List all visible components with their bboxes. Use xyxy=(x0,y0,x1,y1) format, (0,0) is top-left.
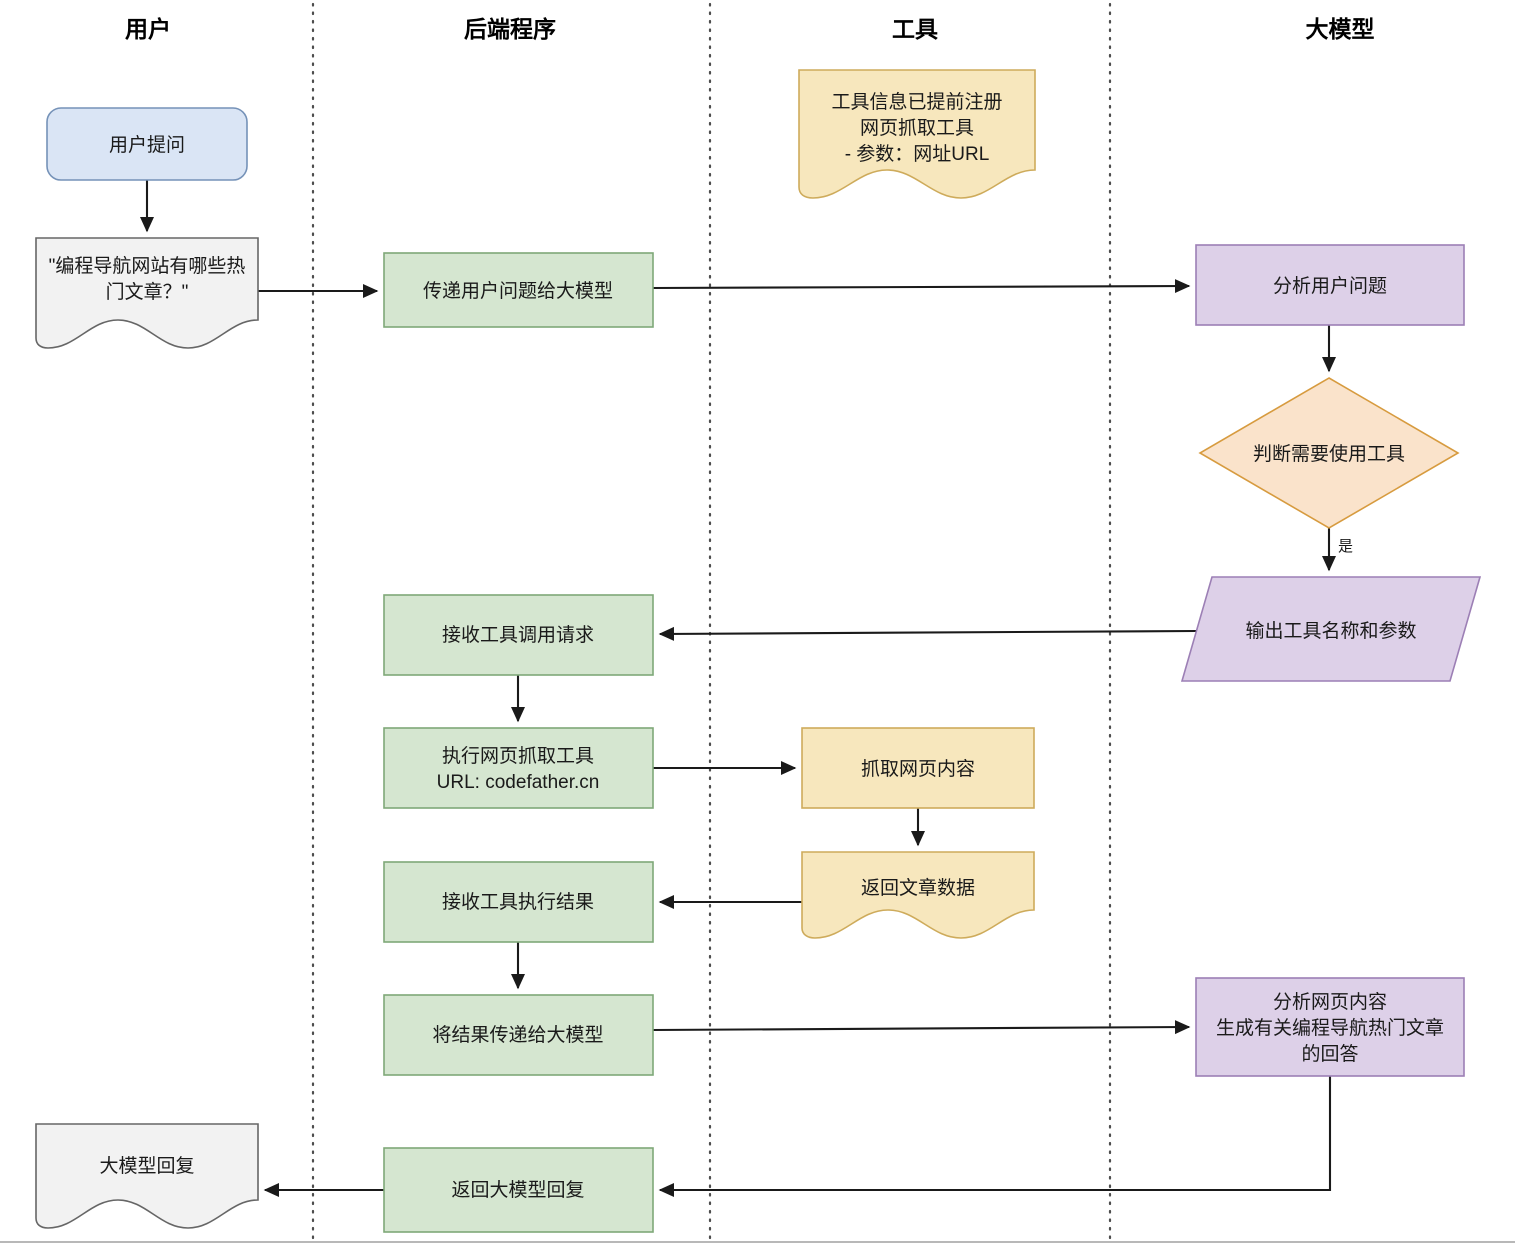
tool-registry-note-line1: 工具信息已提前注册 xyxy=(831,91,1002,113)
fetch-page-label: 抓取网页内容 xyxy=(861,758,975,780)
tool-registry-note-shape[interactable] xyxy=(798,69,1036,199)
execute-tool-shape[interactable] xyxy=(383,727,654,809)
node-pass-question[interactable]: 传递用户问题给大模型 xyxy=(383,252,654,328)
user-question-label-line1: "编程导航网站有哪些热 xyxy=(49,255,246,277)
user-start-label: 用户提问 xyxy=(109,134,185,156)
lane-title-tool: 工具 xyxy=(892,16,938,42)
lane-title-llm: 大模型 xyxy=(1306,16,1375,42)
tool-registry-note-line2: 网页抓取工具 xyxy=(860,117,974,139)
need-tool-decision-shape[interactable] xyxy=(1198,377,1460,529)
edge-generate-to-return-reply xyxy=(658,1076,1332,1197)
lane-titles: 用户 后端程序 工具 大模型 xyxy=(125,16,1375,42)
pass-question-shape[interactable] xyxy=(383,252,654,328)
tool-registry-note-line3: - 参数：网址URL xyxy=(845,143,990,165)
output-tool-call-label: 输出工具名称和参数 xyxy=(1245,620,1416,642)
llm-reply-doc-label: 大模型回复 xyxy=(99,1155,194,1177)
node-analyze-question[interactable]: 分析用户问题 xyxy=(1195,244,1465,326)
receive-tool-request-label: 接收工具调用请求 xyxy=(442,624,594,646)
return-article-data-shape[interactable] xyxy=(801,851,1035,939)
fetch-page-shape[interactable] xyxy=(801,727,1035,809)
pass-question-label: 传递用户问题给大模型 xyxy=(423,280,613,302)
pass-result-to-llm-shape[interactable] xyxy=(383,994,654,1076)
need-tool-decision-label: 判断需要使用工具 xyxy=(1253,443,1405,465)
node-return-article-data[interactable]: 返回文章数据 xyxy=(801,851,1035,939)
node-need-tool-decision[interactable]: 判断需要使用工具 xyxy=(1198,377,1460,529)
analyze-question-label: 分析用户问题 xyxy=(1273,275,1387,297)
node-return-llm-reply[interactable]: 返回大模型回复 xyxy=(383,1147,654,1233)
user-question-shape[interactable] xyxy=(35,237,259,349)
output-tool-call-shape[interactable] xyxy=(1180,576,1482,682)
execute-tool-label-line1: 执行网页抓取工具 xyxy=(442,745,594,767)
receive-tool-request-shape[interactable] xyxy=(383,594,654,676)
llm-reply-doc-shape[interactable] xyxy=(35,1123,259,1229)
node-generate-answer[interactable]: 分析网页内容 生成有关编程导航热门文章 的回答 xyxy=(1195,977,1465,1077)
return-article-data-label: 返回文章数据 xyxy=(861,877,975,899)
analyze-question-shape[interactable] xyxy=(1195,244,1465,326)
pass-result-to-llm-label: 将结果传递给大模型 xyxy=(432,1024,603,1046)
node-user-question[interactable]: "编程导航网站有哪些热 门文章？" xyxy=(35,237,259,349)
node-user-start[interactable]: 用户提问 xyxy=(46,107,248,181)
edge-label-yes: 是 xyxy=(1338,538,1353,555)
edge-output-to-receive-request xyxy=(658,626,1197,641)
connectors: 是 xyxy=(140,180,1353,1197)
return-llm-reply-label: 返回大模型回复 xyxy=(451,1179,584,1201)
node-llm-reply-doc[interactable]: 大模型回复 xyxy=(35,1123,259,1229)
user-start-shape[interactable] xyxy=(46,107,248,181)
lane-title-user: 用户 xyxy=(125,16,171,42)
receive-tool-result-shape[interactable] xyxy=(383,861,654,943)
generate-answer-shape[interactable] xyxy=(1195,977,1465,1077)
generate-answer-line3: 的回答 xyxy=(1301,1043,1358,1065)
node-fetch-page[interactable]: 抓取网页内容 xyxy=(801,727,1035,809)
execute-tool-label-line2: URL: codefather.cn xyxy=(437,772,600,793)
receive-tool-result-label: 接收工具执行结果 xyxy=(442,891,594,913)
user-question-label-line2: 门文章？" xyxy=(106,281,189,303)
lane-title-backend: 后端程序 xyxy=(464,16,556,42)
edge-pass-result-to-generate xyxy=(652,1020,1191,1035)
return-llm-reply-shape[interactable] xyxy=(383,1147,654,1233)
generate-answer-line2: 生成有关编程导航热门文章 xyxy=(1216,1017,1444,1039)
generate-answer-line1: 分析网页内容 xyxy=(1273,991,1387,1013)
node-receive-tool-result[interactable]: 接收工具执行结果 xyxy=(383,861,654,943)
lane-dividers xyxy=(311,2,1112,1242)
node-receive-tool-request[interactable]: 接收工具调用请求 xyxy=(383,594,654,676)
node-execute-tool[interactable]: 执行网页抓取工具 URL: codefather.cn xyxy=(383,727,654,809)
node-output-tool-call[interactable]: 输出工具名称和参数 xyxy=(1180,576,1482,682)
node-tool-registry-note[interactable]: 工具信息已提前注册 网页抓取工具 - 参数：网址URL xyxy=(798,69,1036,199)
edge-pass-question-to-analyze xyxy=(652,279,1191,294)
node-pass-result-to-llm[interactable]: 将结果传递给大模型 xyxy=(383,994,654,1076)
